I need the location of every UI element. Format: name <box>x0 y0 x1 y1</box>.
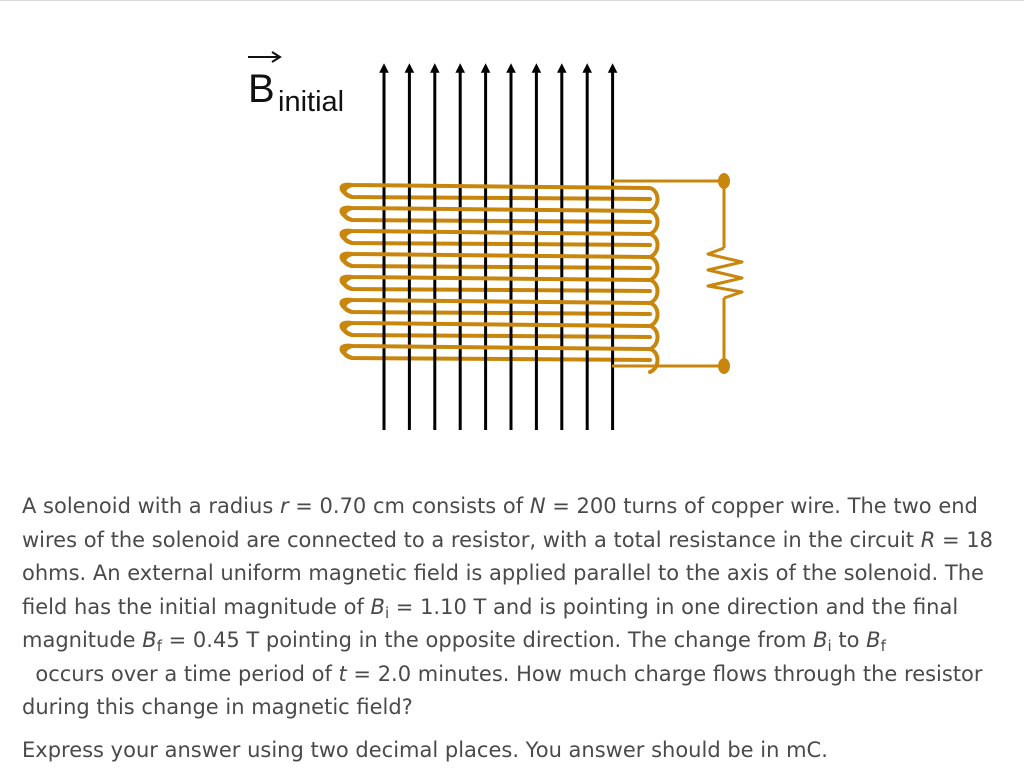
coil-turn-front <box>339 251 660 282</box>
subscript-f: f <box>880 637 886 655</box>
symbol-n: N <box>529 494 546 518</box>
subscript-f: f <box>156 637 162 655</box>
field-label-b: B <box>248 67 275 111</box>
top-divider <box>0 0 1024 1</box>
problem-text: = 2.0 minutes. How much charge flows thr… <box>22 661 983 720</box>
problem-text: to <box>831 628 867 652</box>
vector-arrowhead-icon <box>271 51 282 63</box>
resistor-circuit <box>612 173 744 374</box>
field-label-subscript: initial <box>278 86 344 118</box>
problem-text: A solenoid with a radius <box>22 494 280 518</box>
coil-turn-front <box>339 205 660 236</box>
problem-text: = 1.10 T and is pointing in one directio… <box>22 594 959 653</box>
coil-turn-front <box>339 320 660 351</box>
problem-paragraph: A solenoid with a radius r = 0.70 cm con… <box>22 490 1012 725</box>
symbol-b-initial: B <box>813 628 828 652</box>
answer-instruction: Express your answer using two decimal pl… <box>22 738 828 762</box>
lead-wire-top <box>612 179 726 248</box>
solenoid-diagram: B initial <box>248 51 744 430</box>
symbol-t: t <box>338 661 347 686</box>
resistor-icon <box>706 246 744 300</box>
symbol-b-final: B <box>866 628 881 652</box>
problem-text: = 18 ohms. An external uniform magnetic … <box>22 527 993 619</box>
problem-text: = 0.70 cm consists of <box>288 494 530 518</box>
problem-text: occurs over a time period of <box>22 661 339 686</box>
coil-turn-front <box>339 274 660 305</box>
magnetic-field-lines <box>379 63 618 430</box>
symbol-b-initial: B <box>370 594 385 619</box>
problem-text: = 0.45 T pointing in the opposite direct… <box>161 628 814 652</box>
subscript-i: i <box>827 637 832 655</box>
coil-turn-front <box>339 228 660 259</box>
symbol-resistance: R <box>920 527 936 552</box>
coil-turn-front <box>339 182 660 213</box>
symbol-b-final: B <box>142 628 157 652</box>
terminal-dot-bottom <box>718 358 730 374</box>
subscript-i: i <box>384 603 390 622</box>
problem-statement: A solenoid with a radius r = 0.70 cm con… <box>22 490 1012 725</box>
field-label: B initial <box>248 51 344 118</box>
coil-turn-front <box>339 297 660 328</box>
lead-wire-bottom <box>612 298 726 368</box>
problem-text: = 200 turns of copper wire. The two end … <box>22 494 978 552</box>
terminal-dot-top <box>718 173 730 189</box>
coil-front-turns <box>339 182 660 374</box>
symbol-r: r <box>279 494 289 518</box>
